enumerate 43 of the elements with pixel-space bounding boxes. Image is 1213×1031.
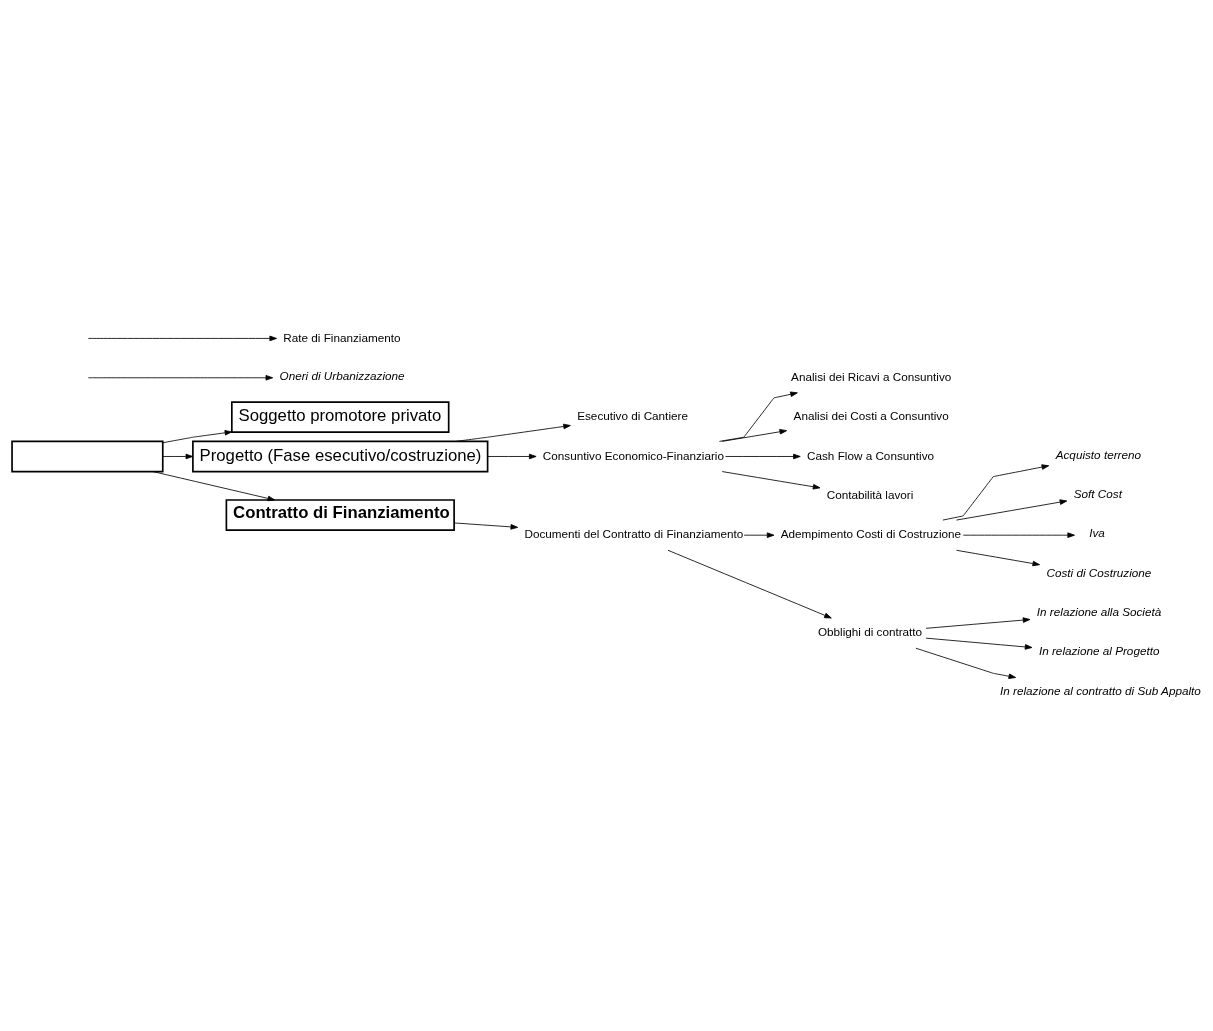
arrow: [721, 429, 788, 442]
arrow: [962, 532, 1075, 538]
node-text: In relazione al contratto di Sub Appalto: [1000, 683, 1201, 697]
arrow: [454, 522, 519, 530]
node-box: Contratto di Finanziamento: [225, 499, 455, 531]
arrow: [162, 430, 233, 444]
arrow: [725, 453, 801, 460]
arrow: [87, 335, 277, 342]
node-box: [11, 440, 164, 473]
arrow: [487, 453, 537, 460]
arrow: [942, 464, 1050, 521]
arrow: [667, 549, 832, 619]
arrow: [956, 499, 1068, 521]
node-text: Contabilità lavori: [826, 487, 914, 501]
node-text: Cash Flow a Consuntivo: [807, 448, 935, 462]
arrow: [152, 471, 276, 502]
arrow: [455, 423, 571, 442]
arrow: [925, 637, 1033, 650]
node-text: Soft Cost: [1073, 487, 1122, 501]
arrow: [721, 471, 821, 490]
node-text: In relazione al Progetto: [1038, 644, 1160, 658]
node-text: Rate di Finanziamento: [283, 330, 401, 344]
node-text: Iva: [1089, 526, 1105, 540]
node-text: In relazione alla Società: [1036, 605, 1162, 619]
node-text: Esecutivo di Cantiere: [577, 409, 688, 423]
arrow: [719, 391, 798, 442]
node-text: Acquisto terreno: [1055, 447, 1142, 461]
node-text: Costi di Costruzione: [1046, 565, 1152, 579]
arrow: [87, 375, 274, 381]
node-text: Analisi dei Ricavi a Consuntivo: [791, 369, 952, 383]
arrow: [925, 617, 1031, 629]
node-text: Oneri di Urbanizzazione: [279, 369, 405, 383]
node-text: Documenti del Contratto di Finanziamento: [524, 527, 744, 541]
node-text: Adempimento Costi di Costruzione: [780, 527, 962, 541]
arrow: [743, 532, 775, 538]
arrow: [915, 647, 1017, 679]
node-text: Consuntivo Economico-Finanziario: [542, 448, 724, 462]
node-box: Progetto (Fase esecutivo/costruzione): [192, 440, 489, 473]
node-text: Analisi dei Costi a Consuntivo: [793, 409, 949, 423]
arrow: [956, 549, 1040, 567]
node-box: Soggetto promotore privato: [231, 401, 450, 434]
arrow: [162, 453, 194, 460]
node-text: Obblighi di contratto: [817, 625, 923, 639]
